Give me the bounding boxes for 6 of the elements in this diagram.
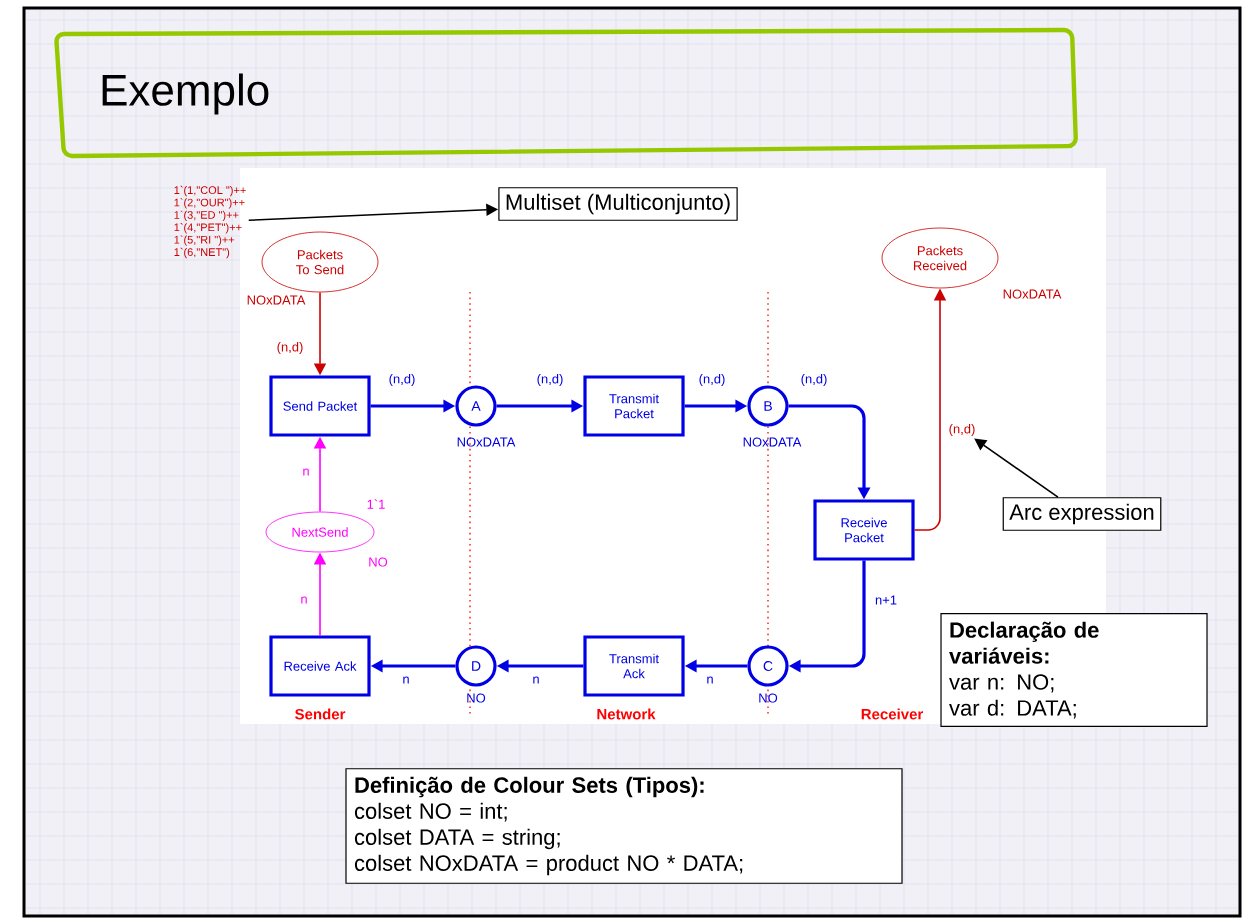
declaration-box: Declaração de variáveis: var n: NO; var d: DATA; xyxy=(940,613,1208,727)
note-box: Arc expression xyxy=(1002,497,1162,531)
note-box: Multiset (Multiconjunto) xyxy=(498,187,738,221)
title-banner: Exemplo xyxy=(54,27,1078,159)
arrow xyxy=(974,438,1059,498)
declaration-box: Definição de Colour Sets (Tipos): colset NO = int; colset DATA = string; colset NOxDATA = product NO * DATA; xyxy=(345,768,903,884)
